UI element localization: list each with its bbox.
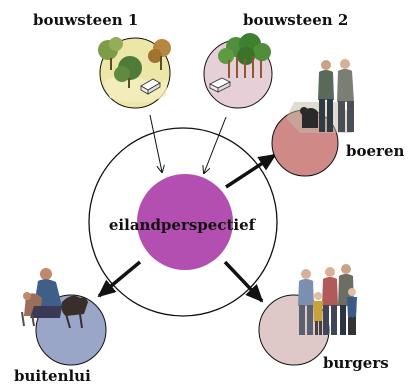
center-circle <box>137 174 233 270</box>
arrow-to-citizens <box>223 260 264 303</box>
forest-house-icon <box>209 33 271 93</box>
arrow-from-building-block-2 <box>204 116 227 173</box>
farmers-group: boeren <box>271 59 404 177</box>
arrow-from-building-block-1 <box>149 114 162 172</box>
citizens-group: burgers <box>258 264 389 372</box>
arrow-to-farmers <box>225 153 277 189</box>
building-block-1-label: bouwsteen 1 <box>33 11 138 29</box>
center-label: eilandperspectief <box>109 216 257 234</box>
person-with-dog-photo-icon <box>21 268 88 329</box>
building-block-2 <box>203 33 273 109</box>
building-block-1 <box>98 37 171 109</box>
building-block-2-label: bouwsteen 2 <box>243 11 348 29</box>
arrow-to-outsiders <box>97 260 142 298</box>
citizens-label: burgers <box>323 354 389 372</box>
outsiders-label: buitenlui <box>14 367 91 385</box>
outsiders-group: buitenlui <box>14 268 107 385</box>
countryside-trees-house-icon <box>98 37 171 103</box>
family-group-photo-icon <box>298 264 357 335</box>
farmer-couple-photo-icon <box>286 59 354 133</box>
farmers-label: boeren <box>346 142 404 160</box>
